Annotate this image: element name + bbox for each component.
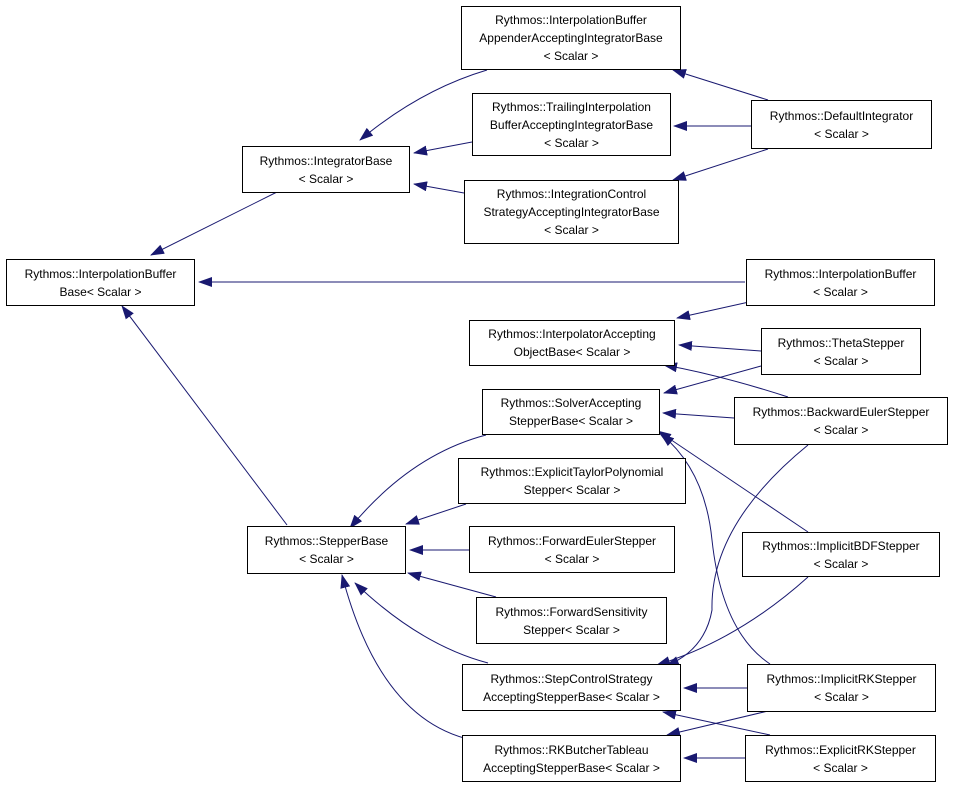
edge-implicit-rk-to-rk-butcher bbox=[666, 710, 769, 737]
edge-theta-stepper-to-interpolator-accepting bbox=[678, 340, 762, 352]
edge-implicit-bdf-to-solver-accepting bbox=[657, 430, 809, 533]
class-node-forward-euler[interactable]: Rythmos::ForwardEulerStepper< Scalar > bbox=[469, 526, 675, 573]
edge-default-integrator-to-interpolation-buffer-appender bbox=[672, 69, 769, 101]
edge-integrator-base-to-interpolation-buffer-base bbox=[150, 190, 280, 256]
edge-rk-butcher-to-stepper-base bbox=[340, 574, 473, 741]
class-label-line: Rythmos::ForwardSensitivity bbox=[495, 604, 648, 619]
edge-backward-euler-to-step-control bbox=[665, 444, 809, 667]
class-label-line: StrategyAcceptingIntegratorBase bbox=[483, 205, 660, 219]
class-label-line: AcceptingStepperBase< Scalar > bbox=[483, 760, 660, 775]
class-label-line: < Scalar > bbox=[298, 171, 354, 186]
edge-default-integrator-to-integration-control bbox=[672, 148, 769, 181]
class-label-line: Rythmos::ForwardEulerStepper bbox=[487, 533, 657, 548]
class-label-line: < Scalar > bbox=[813, 556, 869, 571]
class-label-line: < Scalar > bbox=[814, 126, 869, 141]
class-label-line: Rythmos::ImplicitBDFStepper bbox=[762, 538, 920, 553]
class-label-line: Rythmos::ExplicitTaylorPolynomial bbox=[480, 465, 664, 479]
edge-backward-euler-to-solver-accepting bbox=[662, 408, 735, 419]
edge-interpolation-buffer-appender-to-integrator-base bbox=[359, 69, 488, 141]
class-label-line: Stepper< Scalar > bbox=[523, 483, 621, 497]
class-label-line: < Scalar > bbox=[813, 284, 868, 299]
edge-interpolation-buffer-to-interpolator-accepting bbox=[676, 301, 750, 321]
class-label-line: Rythmos::StepControlStrategy bbox=[490, 671, 653, 686]
class-label-line: AcceptingStepperBase< Scalar > bbox=[483, 689, 660, 704]
class-node-backward-euler[interactable]: Rythmos::BackwardEulerStepper< Scalar > bbox=[734, 397, 948, 445]
class-node-explicit-rk[interactable]: Rythmos::ExplicitRKStepper< Scalar > bbox=[745, 735, 936, 782]
class-label-line: < Scalar > bbox=[813, 760, 868, 775]
class-label-line: Rythmos::RKButcherTableau bbox=[494, 742, 649, 757]
class-label-line: StepperBase< Scalar > bbox=[508, 414, 634, 428]
edge-integration-control-to-integrator-base bbox=[413, 181, 465, 194]
class-label-line: BufferAcceptingIntegratorBase bbox=[489, 117, 654, 132]
class-node-stepper-base[interactable]: Rythmos::StepperBase< Scalar > bbox=[247, 526, 406, 574]
class-label-line: Rythmos::ImplicitRKStepper bbox=[766, 672, 917, 686]
class-label-line: Stepper< Scalar > bbox=[523, 622, 620, 637]
class-label-line: Rythmos::ExplicitRKStepper bbox=[765, 742, 916, 757]
edge-theta-stepper-to-solver-accepting bbox=[663, 365, 762, 395]
class-node-theta-stepper[interactable]: Rythmos::ThetaStepper< Scalar > bbox=[761, 328, 921, 375]
edge-solver-accepting-to-stepper-base bbox=[349, 434, 487, 529]
class-label-line: Rythmos::InterpolationBuffer bbox=[764, 266, 917, 281]
edge-backward-euler-to-interpolator-accepting bbox=[663, 362, 789, 398]
class-label-line: < Scalar > bbox=[544, 551, 600, 566]
edge-trailing-interpolation-to-integrator-base bbox=[413, 141, 473, 156]
edge-implicit-bdf-to-step-control bbox=[656, 576, 809, 666]
class-node-implicit-bdf[interactable]: Rythmos::ImplicitBDFStepper< Scalar > bbox=[742, 532, 940, 577]
class-label-line: < Scalar > bbox=[544, 223, 599, 237]
class-node-default-integrator[interactable]: Rythmos::DefaultIntegrator< Scalar > bbox=[751, 100, 932, 149]
class-label-line: Rythmos::IntegrationControl bbox=[496, 187, 647, 201]
class-label-line: Rythmos::InterpolationBuffer bbox=[24, 266, 177, 281]
class-label-line: Rythmos::IntegratorBase bbox=[259, 153, 393, 168]
class-label-line: Base< Scalar > bbox=[59, 284, 142, 299]
class-label-line: AppenderAcceptingIntegratorBase bbox=[479, 31, 663, 45]
class-label-line: Rythmos::BackwardEulerStepper bbox=[752, 405, 930, 419]
class-label-line: < Scalar > bbox=[299, 552, 354, 566]
class-label-line: < Scalar > bbox=[543, 49, 599, 63]
class-label-line: < Scalar > bbox=[814, 690, 869, 704]
class-label-line: Rythmos::StepperBase bbox=[264, 534, 389, 548]
class-node-interpolation-buffer[interactable]: Rythmos::InterpolationBuffer< Scalar > bbox=[746, 259, 935, 306]
class-label-line: ObjectBase< Scalar > bbox=[513, 345, 631, 359]
class-label-line: Rythmos::InterpolationBuffer bbox=[495, 13, 647, 27]
class-label-line: Rythmos::InterpolatorAccepting bbox=[488, 327, 656, 341]
class-label-line: < Scalar > bbox=[813, 423, 869, 437]
edge-explicit-taylor-to-stepper-base bbox=[405, 503, 467, 525]
class-label-line: Rythmos::SolverAccepting bbox=[500, 396, 642, 410]
class-label-line: Rythmos::ThetaStepper bbox=[777, 335, 905, 350]
class-node-implicit-rk[interactable]: Rythmos::ImplicitRKStepper< Scalar > bbox=[747, 664, 936, 712]
class-label-line: Rythmos::DefaultIntegrator bbox=[769, 108, 914, 123]
class-label-line: < Scalar > bbox=[544, 135, 599, 150]
class-node-integrator-base[interactable]: Rythmos::IntegratorBase< Scalar > bbox=[242, 146, 410, 193]
edge-stepper-base-to-interpolation-buffer-base bbox=[121, 305, 288, 526]
class-label-line: < Scalar > bbox=[813, 353, 869, 368]
edge-step-control-to-stepper-base bbox=[354, 582, 489, 664]
edge-forward-sensitivity-to-stepper-base bbox=[407, 571, 497, 598]
class-label-line: Rythmos::TrailingInterpolation bbox=[492, 99, 651, 114]
